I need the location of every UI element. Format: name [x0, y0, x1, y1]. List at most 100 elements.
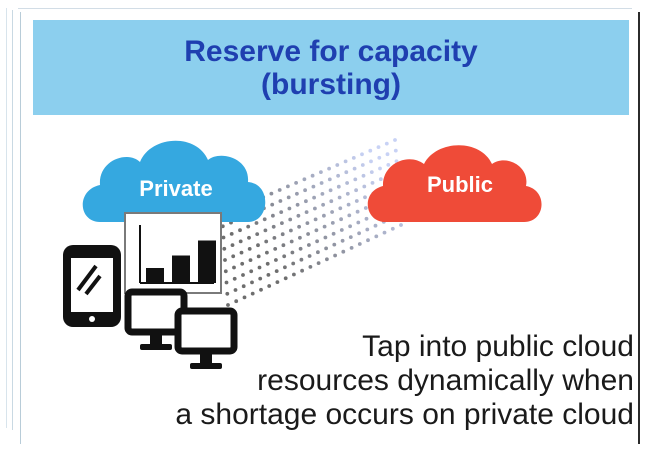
transfer-dot [226, 303, 230, 307]
transfer-dot [231, 254, 236, 259]
transfer-dot [343, 159, 348, 164]
transfer-dot [223, 269, 228, 274]
transfer-dot [310, 173, 315, 178]
transfer-dot [311, 184, 316, 189]
transfer-dot [335, 163, 340, 167]
transfer-dot [306, 232, 310, 236]
transfer-dot [269, 191, 274, 196]
transfer-dot [250, 291, 255, 296]
transfer-dot [280, 232, 285, 237]
transfer-dot [356, 220, 361, 225]
header-title: Reserve for capacity (bursting) [184, 34, 478, 101]
transfer-dot [316, 261, 321, 265]
transfer-dot [357, 242, 362, 246]
public-cloud-label: Public [427, 172, 493, 197]
transfer-dot [349, 246, 354, 250]
transfer-dot [264, 239, 269, 244]
transfer-dot [330, 210, 334, 214]
transfer-dot [298, 246, 303, 251]
private-cloud-icon: Private [82, 140, 266, 222]
transfer-dot [336, 184, 341, 189]
caption-text: Tap into public cloud resources dynamica… [175, 330, 634, 431]
transfer-dot [278, 199, 283, 203]
transfer-dot [280, 221, 284, 226]
transfer-dot [282, 254, 287, 259]
transfer-dot [295, 191, 299, 196]
transfer-dot [277, 188, 282, 192]
transfer-dot [292, 272, 296, 277]
transfer-dot [286, 195, 291, 200]
transfer-dot [222, 246, 227, 251]
transfer-dot [399, 223, 403, 227]
transfer-dot [321, 202, 325, 207]
transfer-dot [319, 181, 324, 185]
transfer-dot [393, 138, 397, 142]
transfer-dot [369, 159, 373, 164]
transfer-dot [224, 280, 229, 285]
transfer-dot [307, 254, 312, 258]
transfer-dot [242, 295, 247, 300]
transfer-dot [385, 152, 390, 157]
transfer-dot [250, 280, 254, 285]
transfer-dot [272, 236, 277, 240]
chart-bar [198, 240, 216, 283]
transfer-dot [308, 265, 313, 269]
transfer-dot [327, 177, 332, 182]
transfer-dot [286, 184, 290, 189]
transfer-dot [346, 202, 351, 207]
transfer-dot [296, 213, 301, 218]
transfer-dot [267, 284, 272, 288]
transfer-dot [378, 177, 383, 182]
transfer-dot [247, 247, 252, 251]
transfer-dot [305, 221, 310, 226]
transfer-dot [288, 217, 293, 222]
transfer-dot [298, 235, 302, 240]
transfer-dot [360, 152, 364, 157]
transfer-dot [223, 258, 227, 262]
public-cloud-icon: Public [367, 145, 542, 222]
transfer-dot [348, 224, 352, 229]
transfer-dot [345, 181, 349, 185]
frame-line [18, 8, 632, 9]
transfer-dot [369, 170, 374, 175]
frame-line [12, 10, 13, 430]
transfer-dot [274, 269, 279, 273]
transfer-dot [362, 184, 367, 189]
transfer-dot [289, 239, 294, 244]
transfer-dot [339, 217, 343, 222]
transfer-dot [323, 235, 328, 240]
chart-bar [146, 268, 164, 283]
transfer-dot [354, 199, 359, 203]
transfer-dot [255, 232, 260, 237]
transfer-dot [313, 217, 318, 222]
transfer-dot [259, 287, 263, 292]
transfer-dot [329, 199, 334, 204]
transfer-dot [332, 242, 337, 247]
transfer-dot [241, 284, 246, 289]
transfer-dot [314, 228, 319, 233]
transfer-dot [241, 273, 245, 277]
transfer-dot [357, 231, 361, 236]
transfer-dot [273, 247, 278, 251]
transfer-dot [232, 265, 236, 270]
header-banner: Reserve for capacity (bursting) [33, 20, 629, 115]
transfer-dot [345, 191, 350, 196]
transfer-dot [248, 258, 253, 262]
transfer-dot [247, 235, 251, 240]
transfer-dot [271, 213, 275, 218]
chart-bar [172, 255, 190, 283]
transfer-dot [363, 206, 368, 210]
transfer-dots [220, 138, 403, 307]
transfer-dot [376, 145, 381, 150]
transfer-dot [303, 188, 307, 193]
transfer-dot [312, 195, 316, 200]
transfer-dot [246, 224, 251, 229]
transfer-dot [374, 234, 379, 239]
transfer-dot [304, 199, 308, 204]
slide-frame [20, 12, 640, 444]
transfer-dot [290, 250, 295, 255]
transfer-dot [263, 228, 268, 233]
transfer-dot [365, 227, 370, 232]
transfer-dot [256, 243, 260, 248]
